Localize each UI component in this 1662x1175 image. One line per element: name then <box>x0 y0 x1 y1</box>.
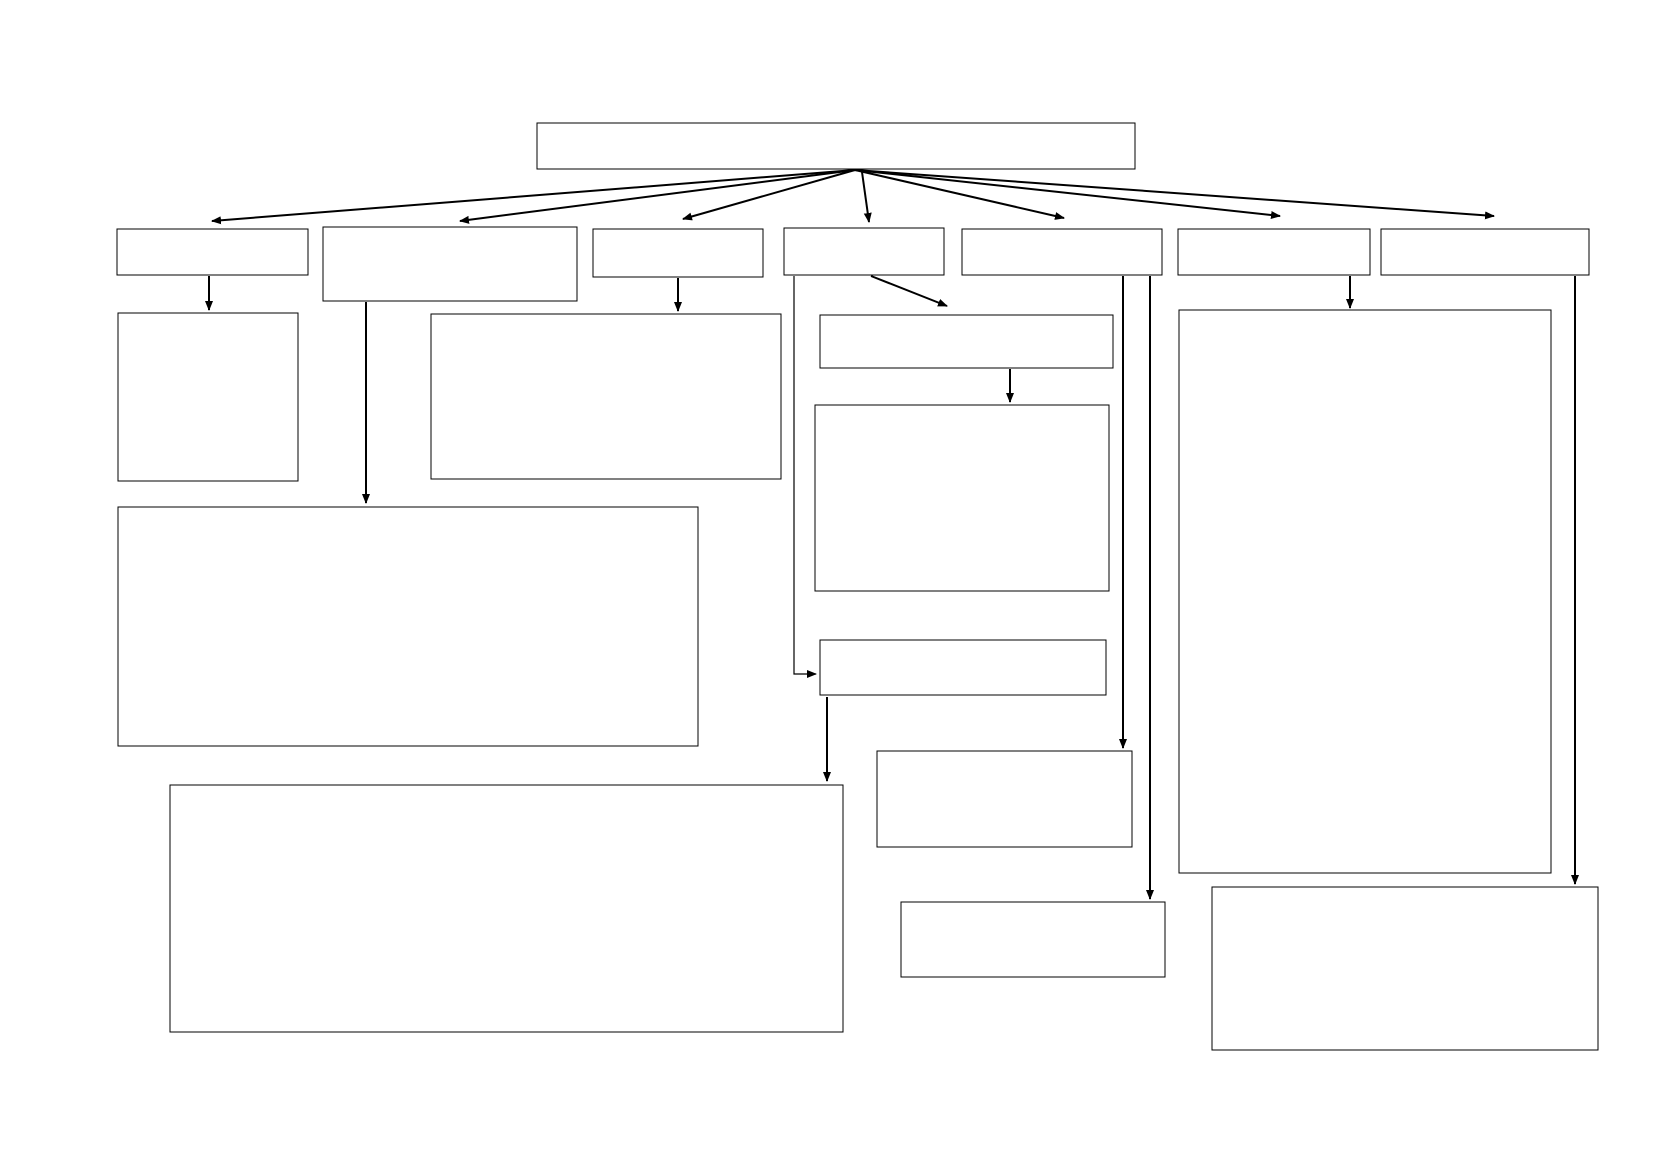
arrow-root-to-column-5 <box>854 169 1065 220</box>
arrow-column-4-header-to-sub <box>870 275 948 307</box>
column-3-header-box <box>592 228 764 278</box>
column-5-detail-a-box <box>876 750 1133 848</box>
column-4-lower-detail-box <box>169 784 844 1033</box>
arrow-root-to-column-7 <box>854 169 1495 220</box>
column-1-detail-box <box>117 312 299 482</box>
column-6-detail-box <box>1178 309 1552 874</box>
column-5-header-box <box>961 228 1163 276</box>
column-4-sub-box <box>819 314 1114 369</box>
arrow-root-to-column-3 <box>682 169 856 221</box>
column-7-header-box <box>1380 228 1590 276</box>
arrow-column-4-header-to-lower <box>793 276 817 678</box>
column-7-detail-box <box>1211 886 1599 1051</box>
column-3-detail-box <box>430 313 782 480</box>
column-1-header-box <box>116 228 309 276</box>
column-4-header-box <box>783 227 945 276</box>
root-box <box>536 122 1136 170</box>
column-4-sub-detail-box <box>814 404 1110 592</box>
arrow-root-to-column-6 <box>854 169 1281 220</box>
arrow-root-to-column-1 <box>211 169 856 225</box>
arrow-root-to-column-4 <box>861 171 872 223</box>
column-6-header-box <box>1177 228 1371 276</box>
column-2-header-box <box>322 226 578 302</box>
column-2-detail-box <box>117 506 699 747</box>
column-5-detail-b-box <box>900 901 1166 978</box>
column-4-lower-box <box>819 639 1107 696</box>
arrow-root-to-column-2 <box>459 169 856 224</box>
